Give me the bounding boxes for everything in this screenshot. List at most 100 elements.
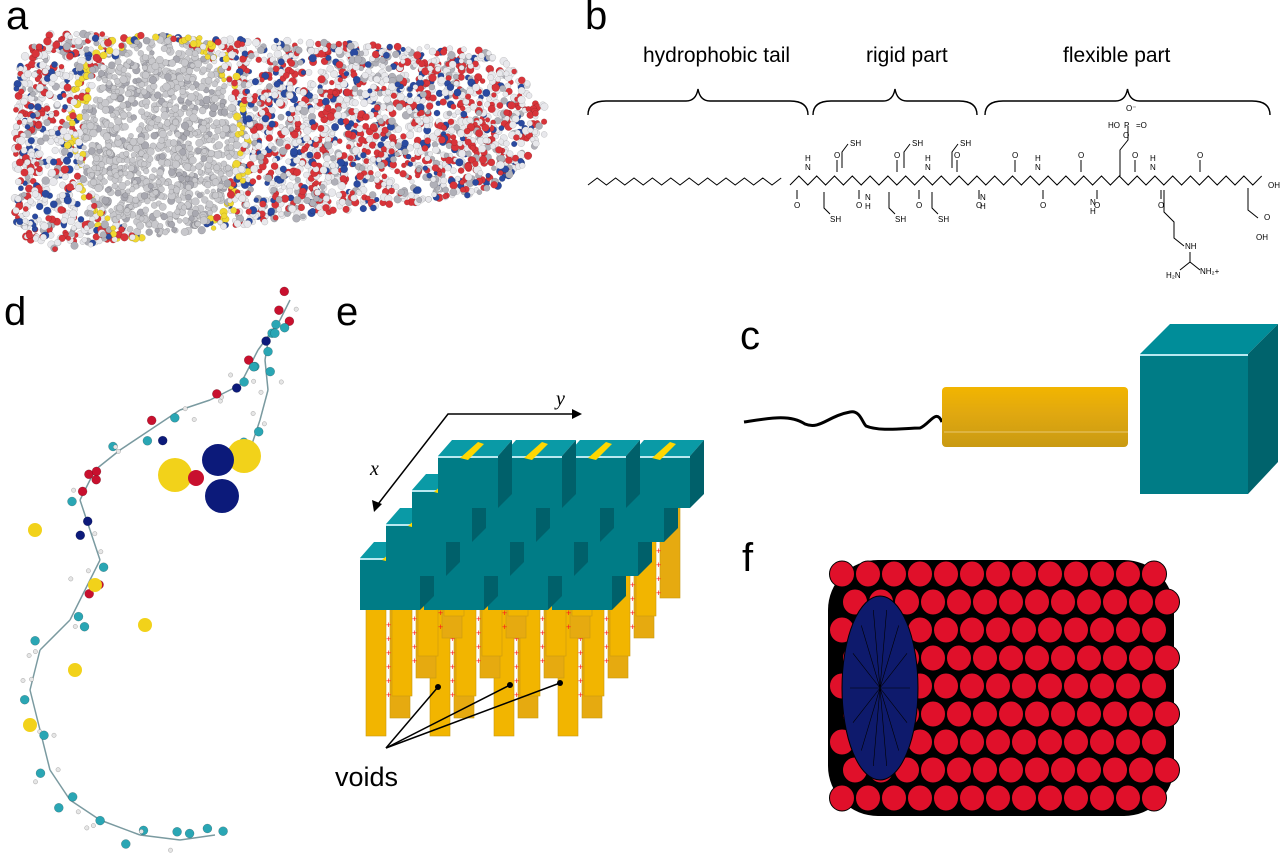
atom <box>228 137 235 144</box>
atom <box>314 189 321 196</box>
atom <box>279 322 290 333</box>
atom <box>261 72 270 80</box>
atom <box>313 151 322 160</box>
atom <box>464 162 473 171</box>
charge-marker: + <box>514 634 519 644</box>
atom <box>485 117 491 123</box>
atom <box>418 109 425 117</box>
atom <box>62 156 72 165</box>
atom <box>354 55 363 64</box>
atom <box>455 158 464 167</box>
atom <box>188 156 197 165</box>
atom <box>144 111 150 117</box>
atom <box>273 49 282 59</box>
atom <box>540 118 548 125</box>
atom <box>452 73 459 80</box>
atom <box>75 530 86 541</box>
atom <box>162 82 171 91</box>
atom <box>132 196 140 204</box>
atom <box>330 70 338 78</box>
atom <box>293 306 299 312</box>
atom <box>173 186 181 194</box>
axis-label-y: y <box>556 388 565 410</box>
atom <box>99 51 108 60</box>
atom <box>424 155 431 162</box>
atom <box>122 192 129 199</box>
atom <box>453 124 461 131</box>
atom <box>70 225 77 232</box>
atom <box>464 138 472 146</box>
atom <box>17 185 24 192</box>
atom <box>180 227 189 236</box>
ester-oxygen-label: O <box>1123 131 1129 140</box>
atom <box>98 562 109 572</box>
charge-marker: + <box>656 588 661 598</box>
atom <box>22 205 29 212</box>
atom <box>415 167 422 173</box>
atom <box>503 140 510 147</box>
atom <box>88 81 96 90</box>
atom <box>288 59 296 67</box>
atom <box>159 153 166 160</box>
core-radial-line <box>861 687 881 751</box>
atom <box>185 193 192 201</box>
bond <box>89 529 101 561</box>
atom <box>49 200 58 209</box>
atom <box>340 102 348 109</box>
atom <box>379 103 387 111</box>
atom <box>127 95 136 104</box>
atom <box>101 106 110 114</box>
atom <box>334 46 344 55</box>
phosphorus-label: P <box>1124 121 1129 130</box>
atom <box>182 217 189 224</box>
atom <box>101 178 108 185</box>
atom <box>460 110 468 118</box>
charge-marker: + <box>412 628 417 638</box>
atom <box>351 146 360 155</box>
atom <box>88 66 96 74</box>
void-pointer-head <box>507 682 513 688</box>
brace-hydrophobic-tail <box>587 88 809 116</box>
shell-bead <box>1063 616 1089 644</box>
atom <box>254 142 263 150</box>
atom <box>191 197 200 206</box>
atom <box>233 112 242 121</box>
charge-marker: + <box>476 656 481 666</box>
charge-marker: + <box>502 622 507 632</box>
hydroxyl-label: HO <box>1108 121 1120 130</box>
atom <box>374 171 381 178</box>
shell-bead <box>1154 756 1180 784</box>
atom <box>346 42 355 51</box>
atom <box>502 91 509 98</box>
atom <box>527 127 534 134</box>
shell-bead <box>1089 616 1115 644</box>
atom <box>123 52 130 58</box>
atom <box>95 815 105 826</box>
shell-bead <box>933 672 959 700</box>
dipole-arrow <box>524 442 548 460</box>
atom <box>236 61 243 67</box>
atom <box>226 76 233 83</box>
atom <box>220 222 228 230</box>
atom <box>329 130 336 137</box>
atom <box>39 730 49 741</box>
atom <box>238 130 245 137</box>
atom <box>228 45 234 51</box>
atom <box>29 676 34 682</box>
atom <box>317 209 325 217</box>
atom <box>422 165 428 171</box>
atom <box>271 319 281 330</box>
atom <box>239 124 246 131</box>
atom <box>20 97 28 106</box>
atom <box>416 46 423 52</box>
atom <box>300 106 309 116</box>
atom <box>458 149 467 158</box>
atom <box>342 118 350 125</box>
atom <box>49 73 58 82</box>
atom <box>67 129 74 136</box>
atom <box>204 76 213 85</box>
atom <box>19 694 30 705</box>
guanidine-nh-label: NH <box>1185 242 1197 251</box>
atom <box>399 170 407 178</box>
atom <box>497 170 504 176</box>
